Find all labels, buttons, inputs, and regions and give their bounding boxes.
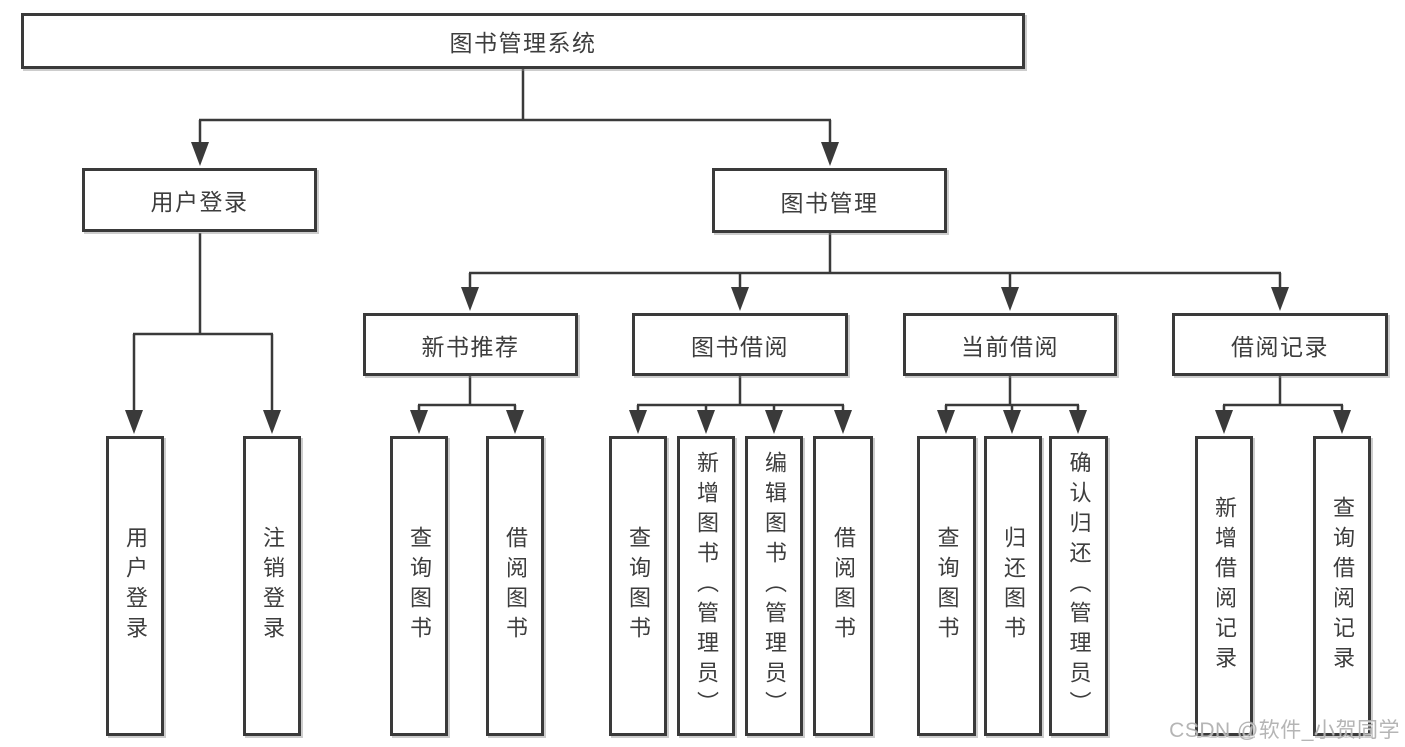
arrowhead (765, 410, 783, 434)
node-label: 查询借阅记录 (1330, 496, 1355, 676)
node-label: 新增图书（管理员） (694, 451, 719, 721)
connector-lines (132, 69, 1344, 414)
leaf-query-borrow-record: 查询借阅记录 (1313, 436, 1371, 736)
arrowhead (937, 410, 955, 434)
leaf-add-borrow-record: 新增借阅记录 (1195, 436, 1253, 736)
node-label: 编辑图书（管理员） (762, 451, 787, 721)
leaf-borrow-books-recommend: 借阅图书 (486, 436, 544, 736)
connector-root-to-level2 (198, 69, 832, 146)
leaf-borrow-books-borrowing: 借阅图书 (813, 436, 873, 736)
arrowhead (506, 410, 524, 434)
node-label: 图书借阅 (691, 333, 789, 360)
node-root-library-system: 图书管理系统 (21, 13, 1025, 69)
node-label: 借阅记录 (1231, 333, 1329, 360)
node-label: 图书管理系统 (449, 30, 597, 56)
node-label: 新增借阅记录 (1212, 496, 1237, 676)
node-label: 查询图书 (934, 526, 960, 646)
arrowhead (629, 410, 647, 434)
node-label: 图书管理 (780, 189, 879, 216)
arrowhead (1271, 287, 1289, 311)
arrowhead (461, 287, 479, 311)
leaf-query-books-recommend: 查询图书 (390, 436, 448, 736)
csdn-watermark: CSDN @软件_小贺同学 (1169, 719, 1400, 742)
node-label: 用户登录 (150, 189, 249, 215)
connector-current-to-leaves (944, 376, 1080, 414)
leaf-query-books-current: 查询图书 (917, 436, 976, 736)
node-label: 用户登录 (123, 526, 148, 646)
node-book-management: 图书管理 (712, 168, 947, 233)
node-label: 注销登录 (260, 526, 285, 646)
node-label: 确认归还（管理员） (1066, 451, 1092, 721)
connector-borrowing-to-leaves (636, 376, 845, 414)
node-label: 归还图书 (1001, 526, 1026, 646)
node-new-book-recommend: 新书推荐 (363, 313, 578, 376)
node-book-borrowing: 图书借阅 (632, 313, 848, 376)
node-label: 借阅图书 (831, 526, 856, 646)
node-user-login: 用户登录 (82, 168, 317, 232)
node-label: 新书推荐 (421, 333, 520, 360)
leaf-return-books: 归还图书 (984, 436, 1042, 736)
arrowheads (125, 142, 1351, 434)
arrowhead (1001, 287, 1019, 311)
node-borrowing-records: 借阅记录 (1172, 313, 1388, 376)
leaf-query-books-borrowing: 查询图书 (609, 436, 667, 736)
leaf-user-login: 用户登录 (106, 436, 164, 736)
arrowhead (125, 410, 143, 434)
arrowhead (1003, 410, 1021, 434)
arrowhead (834, 410, 852, 434)
arrowhead (263, 410, 281, 434)
arrowhead (821, 142, 839, 166)
node-label: 查询图书 (626, 526, 651, 646)
connector-user-login-to-leaves (132, 233, 274, 414)
leaf-edit-books-admin: 编辑图书（管理员） (745, 436, 803, 736)
leaf-confirm-return-admin: 确认归还（管理员） (1049, 436, 1108, 736)
connector-recommend-to-leaves (417, 376, 517, 414)
connector-book-management-to-level3 (468, 233, 1282, 291)
node-label: 借阅图书 (503, 526, 528, 646)
node-label: 当前借阅 (961, 333, 1059, 360)
arrowhead (697, 410, 715, 434)
arrowhead (731, 287, 749, 311)
connector-records-to-leaves (1222, 376, 1344, 414)
node-current-borrowing: 当前借阅 (903, 313, 1117, 376)
arrowhead (410, 410, 428, 434)
arrowhead (1069, 410, 1087, 434)
arrowhead (1215, 410, 1233, 434)
leaf-logout: 注销登录 (243, 436, 301, 736)
leaf-add-books-admin: 新增图书（管理员） (677, 436, 735, 736)
arrowhead (1333, 410, 1351, 434)
arrowhead (191, 142, 209, 166)
node-label: 查询图书 (407, 526, 432, 646)
